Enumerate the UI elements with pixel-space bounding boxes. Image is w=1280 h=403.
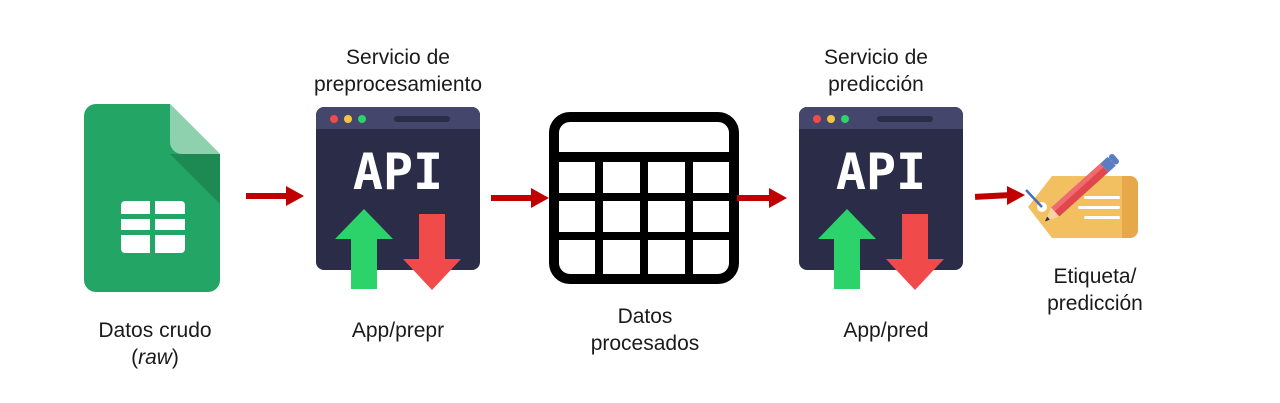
tag-pencil-icon	[1025, 153, 1138, 238]
pred-service-title: Servicio de predicción	[776, 44, 976, 98]
raw-label-line2: (raw)	[131, 346, 179, 369]
processed-label-line2: procesados	[590, 332, 700, 355]
prep-app-label: App/prepr	[351, 319, 445, 342]
prep-title-line2: preprocesamiento	[313, 73, 483, 96]
tag-label: Etiqueta/ predicción	[1000, 263, 1190, 317]
api-window-icon: API	[316, 107, 480, 290]
pred-app-label: App/pred	[843, 319, 929, 342]
prep-api-text: API	[353, 143, 443, 201]
processed-label-line1: Datos	[617, 305, 673, 328]
tag-label-line2: predicción	[1047, 292, 1143, 315]
prep-service-title: Servicio de preprocesamiento	[288, 44, 508, 98]
flow-arrow-1	[246, 186, 304, 206]
spreadsheet-icon	[84, 104, 220, 292]
pred-title-line1: Servicio de	[824, 46, 928, 69]
table-icon	[549, 112, 739, 284]
tag-label-line1: Etiqueta/	[1053, 265, 1137, 288]
flow-arrow-2	[491, 188, 549, 208]
pred-api-text: API	[836, 143, 926, 201]
processed-data-label: Datos procesados	[545, 303, 745, 357]
raw-label-line1: Datos crudo	[98, 319, 212, 342]
pred-title-line2: predicción	[828, 73, 924, 96]
prep-title-line1: Servicio de	[346, 46, 450, 69]
flow-arrow-4	[975, 186, 1025, 205]
flow-arrow-3	[737, 188, 787, 208]
api-window-icon: API	[799, 107, 963, 290]
raw-data-label: Datos crudo (raw)	[60, 317, 250, 371]
